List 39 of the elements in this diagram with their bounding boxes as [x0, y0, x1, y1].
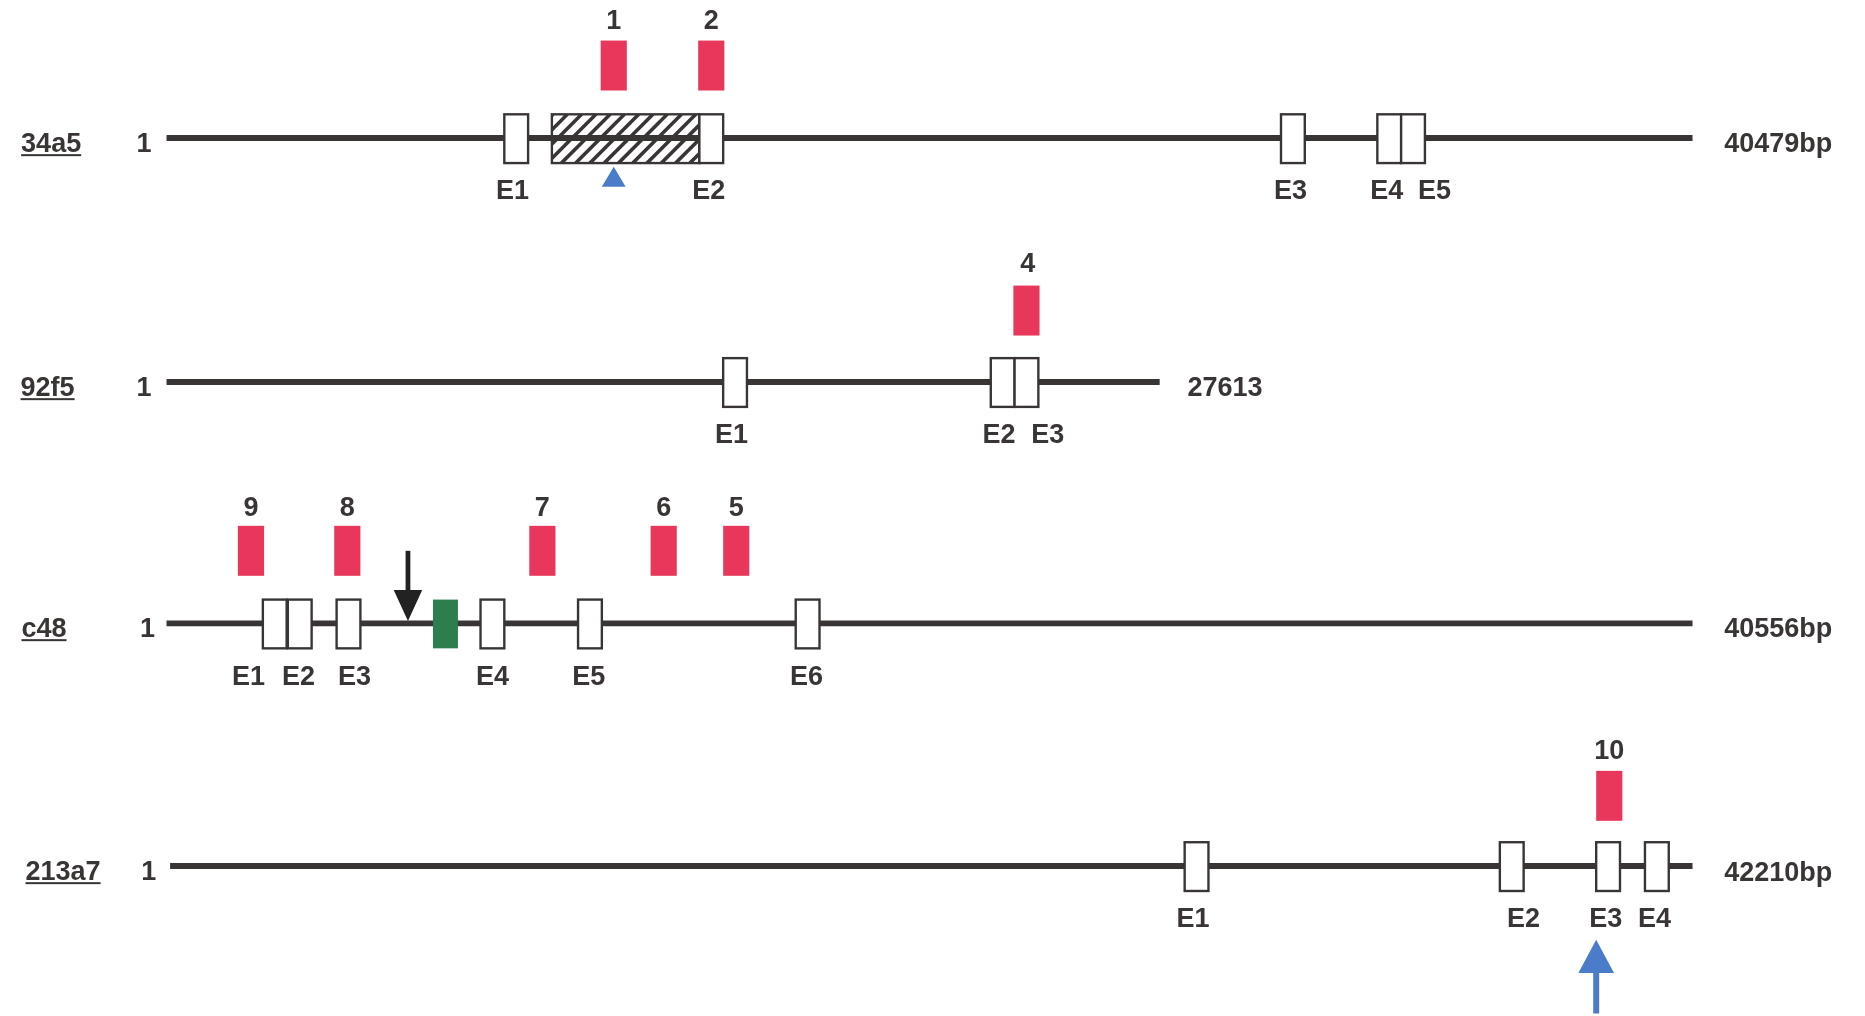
clone-name: 213a7: [25, 857, 101, 887]
exon-label: E4: [1637, 904, 1671, 935]
exon-label: E4: [475, 661, 509, 692]
sequence-length: 40479bp: [1724, 129, 1833, 159]
sequence-length: 42210bp: [1724, 858, 1833, 888]
exon-label: E4: [1370, 176, 1404, 207]
exon-label: E5: [572, 661, 606, 692]
probe-number: 4: [1020, 249, 1036, 279]
clone-name: 92f5: [20, 372, 75, 403]
probe-number: 7: [534, 493, 550, 523]
exon-label: E2: [692, 176, 726, 207]
exon-label: E2: [1507, 904, 1541, 935]
probe-number: 6: [656, 493, 672, 523]
sequence-length: 27613: [1187, 372, 1263, 403]
sequence-length: 40556bp: [1724, 614, 1833, 645]
exon-label: E2: [982, 420, 1016, 451]
exon-label: E1: [232, 661, 266, 692]
exon-label: E3: [1589, 904, 1623, 935]
probe-number: 8: [339, 493, 355, 523]
probe-number: 2: [703, 6, 719, 37]
exon-label: E3: [337, 661, 371, 692]
probe-number: 9: [243, 493, 259, 523]
start-position: 1: [139, 614, 155, 645]
exon-label: E3: [1274, 176, 1307, 207]
exon-label: E5: [1417, 176, 1451, 207]
exon-label: E3: [1031, 420, 1065, 451]
exon-label: E1: [496, 176, 530, 207]
clone-name: c48: [21, 614, 67, 645]
start-position: 1: [141, 857, 157, 887]
probe-number: 5: [728, 493, 744, 523]
start-position: 1: [136, 129, 152, 159]
exon-label: E2: [282, 661, 316, 692]
probe-number: 10: [1594, 735, 1625, 766]
start-position: 1: [136, 372, 152, 403]
exon-label: E1: [714, 420, 748, 451]
clone-name: 34a5: [21, 129, 82, 159]
exon-label: E1: [1176, 904, 1210, 935]
probe-number: 1: [606, 6, 622, 37]
exon-label: E6: [789, 661, 823, 692]
